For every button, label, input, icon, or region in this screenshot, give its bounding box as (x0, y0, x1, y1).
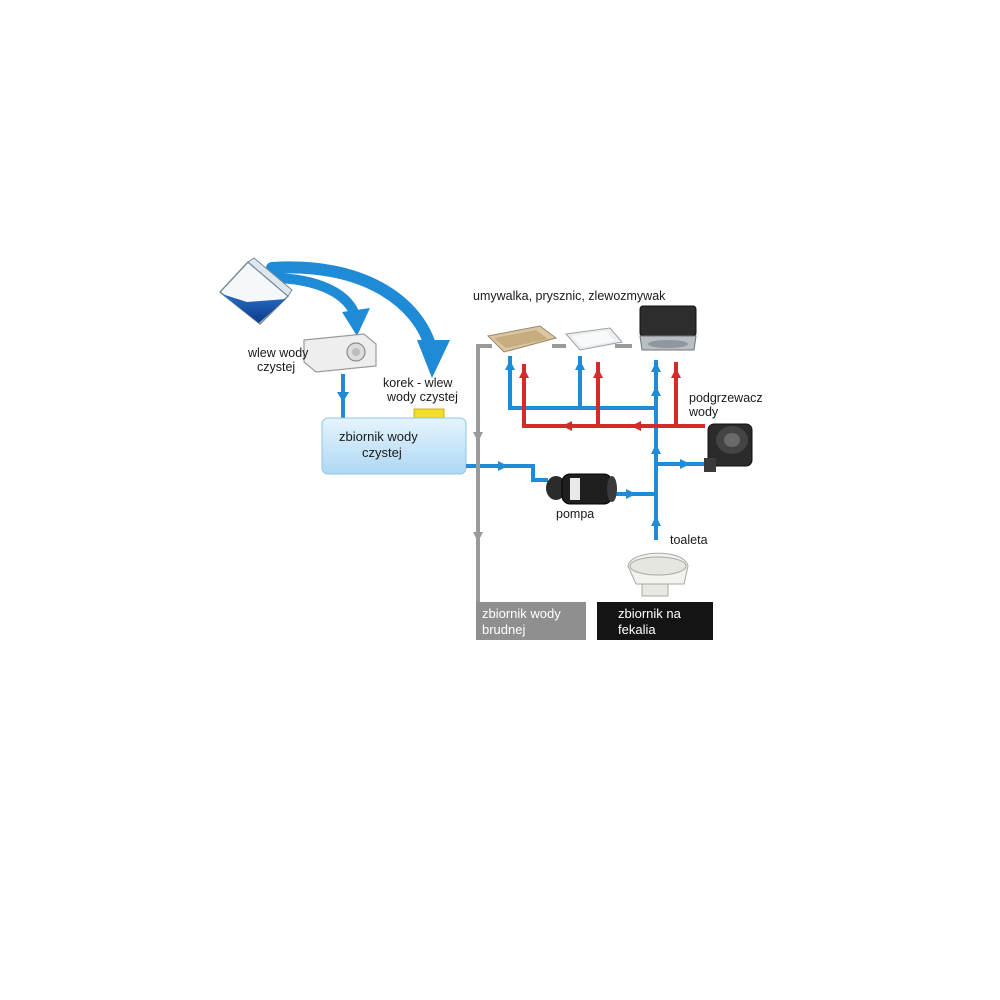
toilet-icon (627, 552, 689, 597)
shower-tray-icon (565, 327, 623, 351)
pump-icon (546, 473, 617, 505)
fresh-tank-label-line1: zbiornik wody (339, 429, 418, 444)
black-water-tank (597, 602, 713, 640)
grey-water-pipes (476, 344, 632, 602)
kitchen-sink-icon (639, 305, 697, 351)
hot-flow-arrows (519, 368, 681, 431)
grey-tank-label-line1: zbiornik wody (482, 606, 561, 621)
fill-inlet-fitting-icon (303, 333, 377, 373)
grey-water-tank (476, 602, 586, 640)
heater-label-line1: podgrzewacz (689, 391, 763, 405)
cap-inlet-icon (413, 408, 445, 419)
washbasin-icon (486, 325, 558, 353)
toilet-label: toaleta (670, 533, 708, 547)
pump-label: pompa (556, 507, 594, 521)
grey-flow-arrows (473, 432, 483, 542)
water-heater-icon (704, 423, 753, 472)
heater-label-line2: wody (688, 405, 719, 419)
fresh-water-tank (321, 417, 467, 475)
fresh-tank-label-line2: czystej (362, 445, 402, 460)
fill-inlet-label-line1: wlew wody (247, 346, 309, 360)
black-tank-label-line1: zbiornik na (618, 606, 682, 621)
hot-water-pipes (522, 362, 705, 428)
cold-flow-arrows (498, 360, 690, 526)
grey-tank-label-line2: brudnej (482, 622, 525, 637)
cap-inlet-label-line2: wody czystej (386, 390, 458, 404)
water-canister-icon (218, 257, 293, 326)
fill-inlet-label-line2: czystej (257, 360, 295, 374)
cap-inlet-label-line1: korek - wlew (383, 376, 453, 390)
fill-flow-arrows (265, 261, 450, 378)
fixtures-label: umywalka, prysznic, zlewozmywak (473, 289, 666, 303)
black-tank-label-line2: fekalia (618, 622, 656, 637)
